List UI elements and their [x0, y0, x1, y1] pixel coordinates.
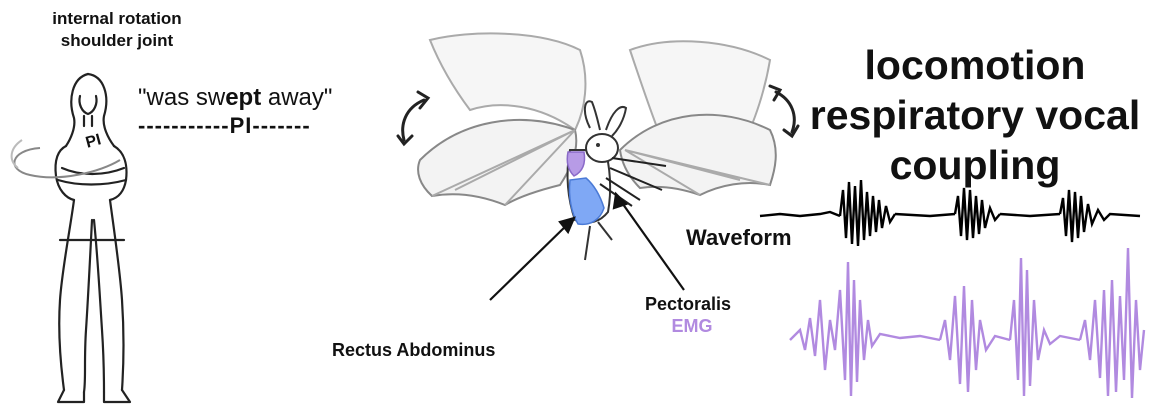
emg-label: EMG	[662, 316, 722, 337]
big-title-line-3: coupling	[800, 140, 1149, 190]
waveform-label: Waveform	[686, 225, 792, 251]
left-title-line-1: internal rotation	[12, 8, 222, 30]
quote-bold: ept	[225, 84, 261, 111]
big-title-line-2: respiratory vocal	[800, 90, 1149, 140]
rectus-label: Rectus Abdominus	[332, 340, 495, 361]
left-title-line-2: shoulder joint	[12, 30, 222, 52]
pectoralis-label: Pectoralis	[645, 294, 731, 315]
quote-text: "was swept away"	[138, 84, 332, 112]
big-title: locomotion respiratory vocal coupling	[800, 40, 1149, 190]
quote-prefix: "was sw	[138, 84, 225, 111]
quote-suffix: away"	[261, 84, 332, 111]
woman-figure-icon	[55, 74, 130, 402]
big-title-line-1: locomotion	[800, 40, 1149, 90]
pi-dash-line: -----------PI-------	[138, 113, 311, 139]
left-title: internal rotation shoulder joint	[12, 8, 222, 52]
emg-trace	[790, 248, 1144, 398]
